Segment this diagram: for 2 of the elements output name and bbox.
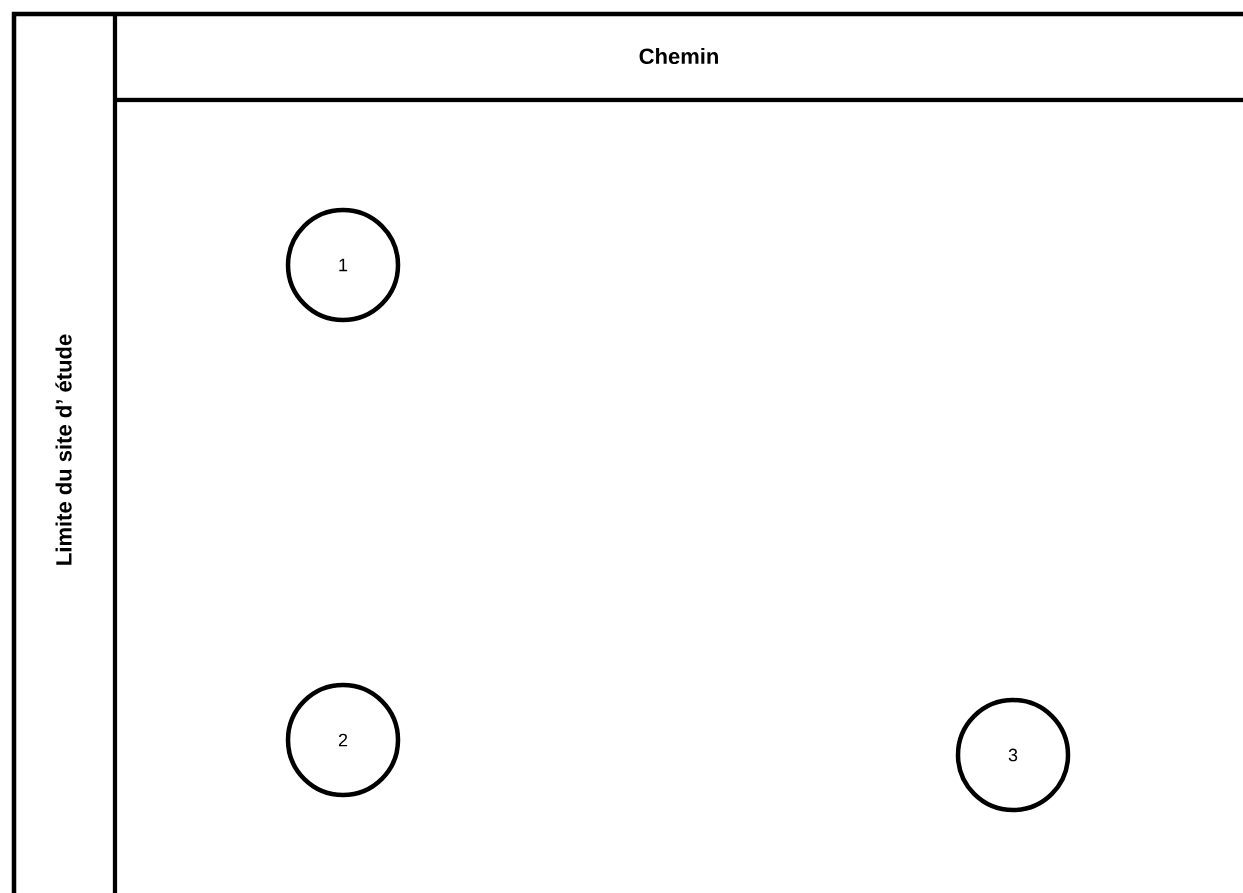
road-band: Chemin xyxy=(115,11,1243,103)
boundary-band: Limite du site d’ étude xyxy=(11,11,118,893)
